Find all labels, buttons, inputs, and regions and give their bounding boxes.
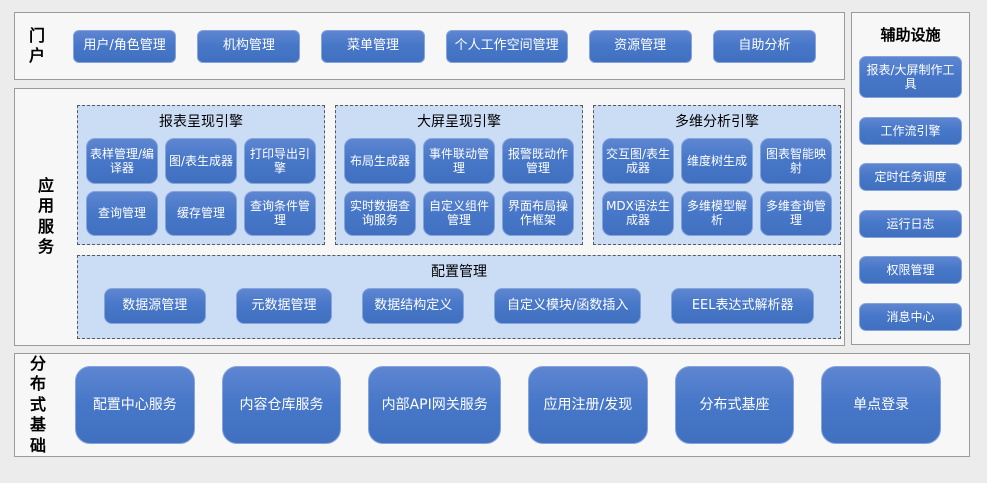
- olap-engine-grid: 交互图/表生成器 维度树生成 图表智能映射 MDX语法生成器 多维模型解析 多维…: [602, 138, 832, 236]
- interactive-chart-generator-box: 交互图/表生成器: [602, 138, 674, 184]
- distributed-base-section: 分布式基础 配置中心服务 内容仓库服务 内部API网关服务 应用注册/发现 分布…: [14, 353, 970, 457]
- portal-section: 门户 用户/角色管理 机构管理 菜单管理 个人工作空间管理 资源管理 自助分析: [14, 12, 845, 80]
- dashboard-engine-box: 大屏呈现引擎 布局生成器 事件联动管理 报警既动作管理 实时数据查询服务 自定义…: [335, 105, 583, 245]
- report-engine-grid: 表样管理/编译器 图/表生成器 打印导出引擎 查询管理 缓存管理 查询条件管理: [86, 138, 316, 236]
- portal-label: 门户: [28, 25, 45, 65]
- multidim-query-management-box: 多维查询管理: [760, 190, 832, 236]
- engine-row: 报表呈现引擎 表样管理/编译器 图/表生成器 打印导出引擎 查询管理 缓存管理 …: [77, 105, 841, 245]
- scheduled-task-scheduler-box: 定时任务调度: [859, 163, 962, 192]
- user-role-management-box: 用户/角色管理: [73, 29, 177, 63]
- permission-management-box: 权限管理: [859, 256, 962, 285]
- self-service-analysis-box: 自助分析: [712, 29, 816, 63]
- app-services-section: 应用服务 报表呈现引擎 表样管理/编译器 图/表生成器 打印导出引擎 查询管理 …: [14, 88, 845, 346]
- dimension-tree-generation-box: 维度树生成: [681, 138, 753, 184]
- query-condition-management-box: 查询条件管理: [244, 190, 316, 236]
- event-linkage-management-box: 事件联动管理: [423, 138, 495, 184]
- print-export-engine-box: 打印导出引擎: [244, 138, 316, 184]
- chart-smart-mapping-box: 图表智能映射: [760, 138, 832, 184]
- mdx-syntax-generator-box: MDX语法生成器: [602, 190, 674, 236]
- alarm-action-management-box: 报警既动作管理: [502, 138, 574, 184]
- report-dashboard-tool-box: 报表/大屏制作工具: [859, 56, 962, 98]
- multidim-model-parsing-box: 多维模型解析: [681, 190, 753, 236]
- org-management-box: 机构管理: [197, 29, 301, 63]
- eel-expression-parser-box: EEL表达式解析器: [671, 288, 815, 324]
- config-management-title: 配置管理: [431, 264, 487, 280]
- chart-table-generator-box: 图/表生成器: [165, 138, 237, 184]
- report-engine-box: 报表呈现引擎 表样管理/编译器 图/表生成器 打印导出引擎 查询管理 缓存管理 …: [77, 105, 325, 245]
- dashboard-engine-grid: 布局生成器 事件联动管理 报警既动作管理 实时数据查询服务 自定义组件管理 界面…: [344, 138, 574, 236]
- distributed-base-box: 分布式基座: [674, 366, 795, 444]
- data-structure-definition-box: 数据结构定义: [362, 288, 465, 324]
- auxiliary-button-column: 报表/大屏制作工具 工作流引擎 定时任务调度 运行日志 权限管理 消息中心: [859, 47, 962, 334]
- metadata-management-box: 元数据管理: [235, 288, 333, 324]
- custom-component-management-box: 自定义组件管理: [423, 190, 495, 236]
- olap-engine-box: 多维分析引擎 交互图/表生成器 维度树生成 图表智能映射 MDX语法生成器 多维…: [593, 105, 841, 245]
- datasource-management-box: 数据源管理: [104, 288, 206, 324]
- app-register-discovery-box: 应用注册/发现: [528, 366, 648, 444]
- internal-api-gateway-service-box: 内部API网关服务: [368, 366, 502, 444]
- personal-workspace-management-box: 个人工作空间管理: [445, 29, 568, 63]
- run-log-box: 运行日志: [859, 209, 962, 238]
- distributed-base-label: 分布式基础: [29, 353, 46, 455]
- report-engine-title: 报表呈现引擎: [159, 114, 243, 130]
- message-center-box: 消息中心: [859, 302, 962, 331]
- report-style-compiler-box: 表样管理/编译器: [86, 138, 158, 184]
- dashboard-engine-title: 大屏呈现引擎: [417, 114, 501, 130]
- realtime-data-query-service-box: 实时数据查询服务: [344, 190, 416, 236]
- config-center-service-box: 配置中心服务: [75, 366, 195, 444]
- app-services-label: 应用服务: [37, 176, 54, 257]
- ui-layout-framework-box: 界面布局操作框架: [502, 190, 574, 236]
- layout-generator-box: 布局生成器: [344, 138, 416, 184]
- custom-module-function-insert-box: 自定义模块/函数插入: [494, 288, 642, 324]
- single-sign-on-box: 单点登录: [821, 366, 941, 444]
- menu-management-box: 菜单管理: [321, 29, 425, 63]
- workflow-engine-box: 工作流引擎: [859, 116, 962, 145]
- cache-management-box: 缓存管理: [165, 190, 237, 236]
- auxiliary-section: 辅助设施 报表/大屏制作工具 工作流引擎 定时任务调度 运行日志 权限管理 消息…: [851, 12, 970, 345]
- query-management-box: 查询管理: [86, 190, 158, 236]
- app-services-content: 报表呈现引擎 表样管理/编译器 图/表生成器 打印导出引擎 查询管理 缓存管理 …: [77, 105, 841, 339]
- resource-management-box: 资源管理: [588, 29, 692, 63]
- config-management-box: 配置管理 数据源管理 元数据管理 数据结构定义 自定义模块/函数插入 EEL表达…: [77, 255, 841, 339]
- portal-button-row: 用户/角色管理 机构管理 菜单管理 个人工作空间管理 资源管理 自助分析: [73, 29, 816, 63]
- auxiliary-title: 辅助设施: [880, 26, 941, 44]
- content-repo-service-box: 内容仓库服务: [221, 366, 342, 444]
- olap-engine-title: 多维分析引擎: [675, 114, 759, 130]
- distributed-button-row: 配置中心服务 内容仓库服务 内部API网关服务 应用注册/发现 分布式基座 单点…: [75, 366, 941, 444]
- config-button-row: 数据源管理 元数据管理 数据结构定义 自定义模块/函数插入 EEL表达式解析器: [104, 288, 815, 324]
